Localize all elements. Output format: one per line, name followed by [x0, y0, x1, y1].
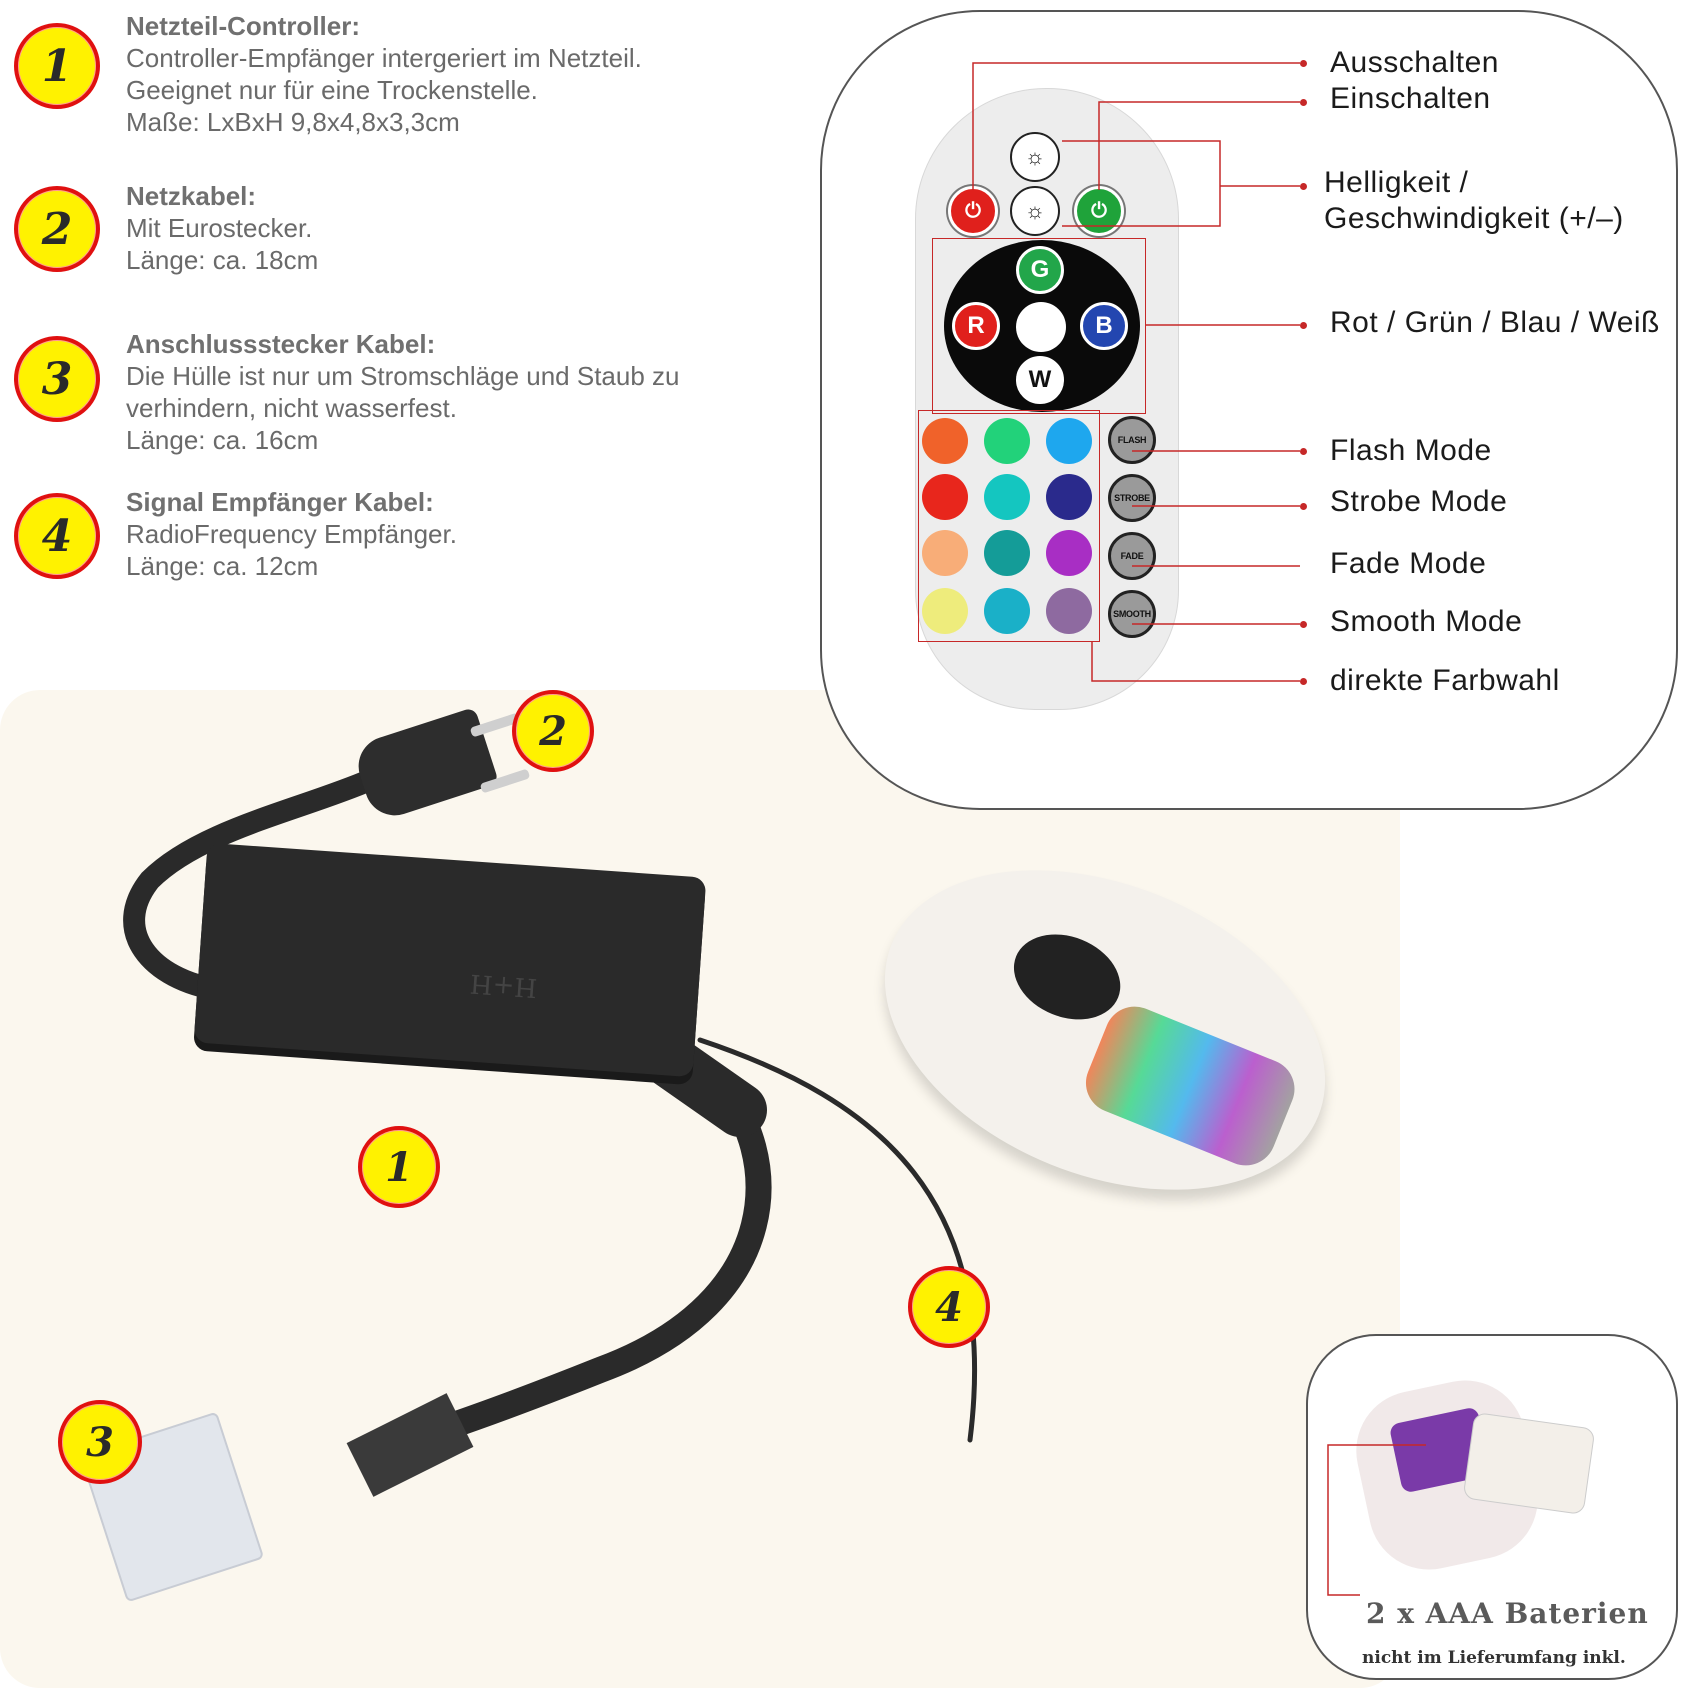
label-speed: Geschwindigkeit (+/–): [1324, 202, 1624, 235]
info-block-4: Signal Empfänger Kabel: RadioFrequency E…: [126, 486, 457, 582]
label-direct-color: direkte Farbwahl: [1330, 664, 1560, 697]
info-line: Länge: ca. 18cm: [126, 245, 319, 275]
info-line: Maße: LxBxH 9,8x4,8x3,3cm: [126, 107, 460, 137]
color-key[interactable]: [1046, 530, 1092, 576]
photo-badge-2: 2: [512, 690, 594, 772]
strobe-mode-button[interactable]: STROBE: [1108, 474, 1156, 522]
label-rgbw: Rot / Grün / Blau / Weiß: [1330, 306, 1660, 339]
power-off-button[interactable]: ⏻: [948, 186, 998, 236]
photo-badge-3: 3: [58, 1400, 142, 1484]
brightness-up-button[interactable]: ☼: [1010, 132, 1060, 182]
label-smooth-mode: Smooth Mode: [1330, 605, 1523, 638]
leader-lines: [972, 62, 1300, 682]
color-key[interactable]: [922, 418, 968, 464]
smooth-mode-button[interactable]: SMOOTH: [1108, 590, 1156, 638]
color-key[interactable]: [984, 474, 1030, 520]
leader-dot: [1300, 678, 1307, 685]
info-line: Die Hülle ist nur um Stromschläge und St…: [126, 361, 680, 391]
sun-up-icon: ☼: [1024, 144, 1046, 169]
color-key[interactable]: [984, 530, 1030, 576]
output-cable: [367, 1072, 772, 1463]
label-strobe-mode: Strobe Mode: [1330, 485, 1508, 518]
battery-title: 2 x AAA Baterien: [1366, 1597, 1649, 1630]
label-off: Ausschalten: [1330, 46, 1499, 79]
controller-brand-text: H+H: [469, 967, 539, 1003]
label-fade-mode: Fade Mode: [1330, 547, 1487, 580]
white-button[interactable]: W: [1016, 356, 1064, 404]
badge-1: 1: [14, 23, 100, 109]
info-line: Geeignet nur für eine Trockenstelle.: [126, 75, 538, 105]
flash-mode-button[interactable]: FLASH: [1108, 416, 1156, 464]
color-key[interactable]: [984, 418, 1030, 464]
info-block-2: Netzkabel: Mit Eurostecker. Länge: ca. 1…: [126, 180, 318, 276]
cables: [123, 769, 977, 1497]
power-off-icon: ⏻: [965, 199, 981, 222]
battery-leader-line: [1327, 1444, 1426, 1596]
color-key[interactable]: [1046, 474, 1092, 520]
photo-badge-1: 1: [358, 1126, 440, 1208]
leader-dot: [1300, 322, 1307, 329]
badge-2: 2: [14, 186, 100, 272]
leader-dot: [1300, 621, 1307, 628]
controller-box: [193, 842, 707, 1078]
power-on-icon: ⏻: [1091, 199, 1107, 222]
info-title: Anschlussstecker Kabel:: [126, 329, 436, 359]
leader-dot: [1300, 60, 1307, 67]
color-key[interactable]: [922, 588, 968, 634]
blue-button[interactable]: B: [1080, 302, 1128, 350]
power-cable: [123, 769, 381, 1001]
info-block-3: Anschlussstecker Kabel: Die Hülle ist nu…: [126, 328, 680, 456]
label-brightness: Helligkeit /: [1324, 166, 1469, 199]
info-line: verhindern, nicht wasserfest.: [126, 393, 457, 423]
info-line: RadioFrequency Empfänger.: [126, 519, 457, 549]
leader-dot: [1300, 448, 1307, 455]
connector-sleeve: [346, 1393, 474, 1497]
info-line: Controller-Empfänger intergeriert im Net…: [126, 43, 642, 73]
signal-cable: [697, 1037, 977, 1443]
info-title: Netzkabel:: [126, 181, 257, 211]
color-key[interactable]: [922, 474, 968, 520]
info-block-1: Netzteil-Controller: Controller-Empfänge…: [126, 10, 642, 138]
color-key[interactable]: [1046, 588, 1092, 634]
battery-lid: [1462, 1411, 1596, 1516]
color-key[interactable]: [984, 588, 1030, 634]
info-line: Länge: ca. 12cm: [126, 551, 319, 581]
label-on: Einschalten: [1330, 82, 1491, 115]
sun-down-icon: ☼: [1024, 198, 1046, 223]
red-button[interactable]: R: [952, 302, 1000, 350]
info-line: Mit Eurostecker.: [126, 213, 313, 243]
badge-4: 4: [14, 493, 100, 579]
color-key[interactable]: [1046, 418, 1092, 464]
info-title: Netzteil-Controller:: [126, 11, 360, 41]
green-button[interactable]: G: [1016, 246, 1064, 294]
info-title: Signal Empfänger Kabel:: [126, 487, 434, 517]
battery-subtitle: nicht im Lieferumfang inkl.: [1362, 1648, 1626, 1668]
leader-dot: [1300, 503, 1307, 510]
leader-dot: [1300, 99, 1307, 106]
info-line: Länge: ca. 16cm: [126, 425, 319, 455]
brightness-down-button[interactable]: ☼: [1010, 186, 1060, 236]
badge-3: 3: [14, 336, 100, 422]
leader-dot: [1300, 183, 1307, 190]
label-flash-mode: Flash Mode: [1330, 434, 1492, 467]
photo-badge-4: 4: [908, 1266, 990, 1348]
remote-photo-keys: [1076, 997, 1304, 1175]
color-keys-highlight-box: [918, 410, 1100, 642]
color-key[interactable]: [922, 530, 968, 576]
rgbw-highlight-box: [932, 238, 1146, 414]
fade-mode-button[interactable]: FADE: [1108, 532, 1156, 580]
center-button[interactable]: [1016, 302, 1066, 352]
